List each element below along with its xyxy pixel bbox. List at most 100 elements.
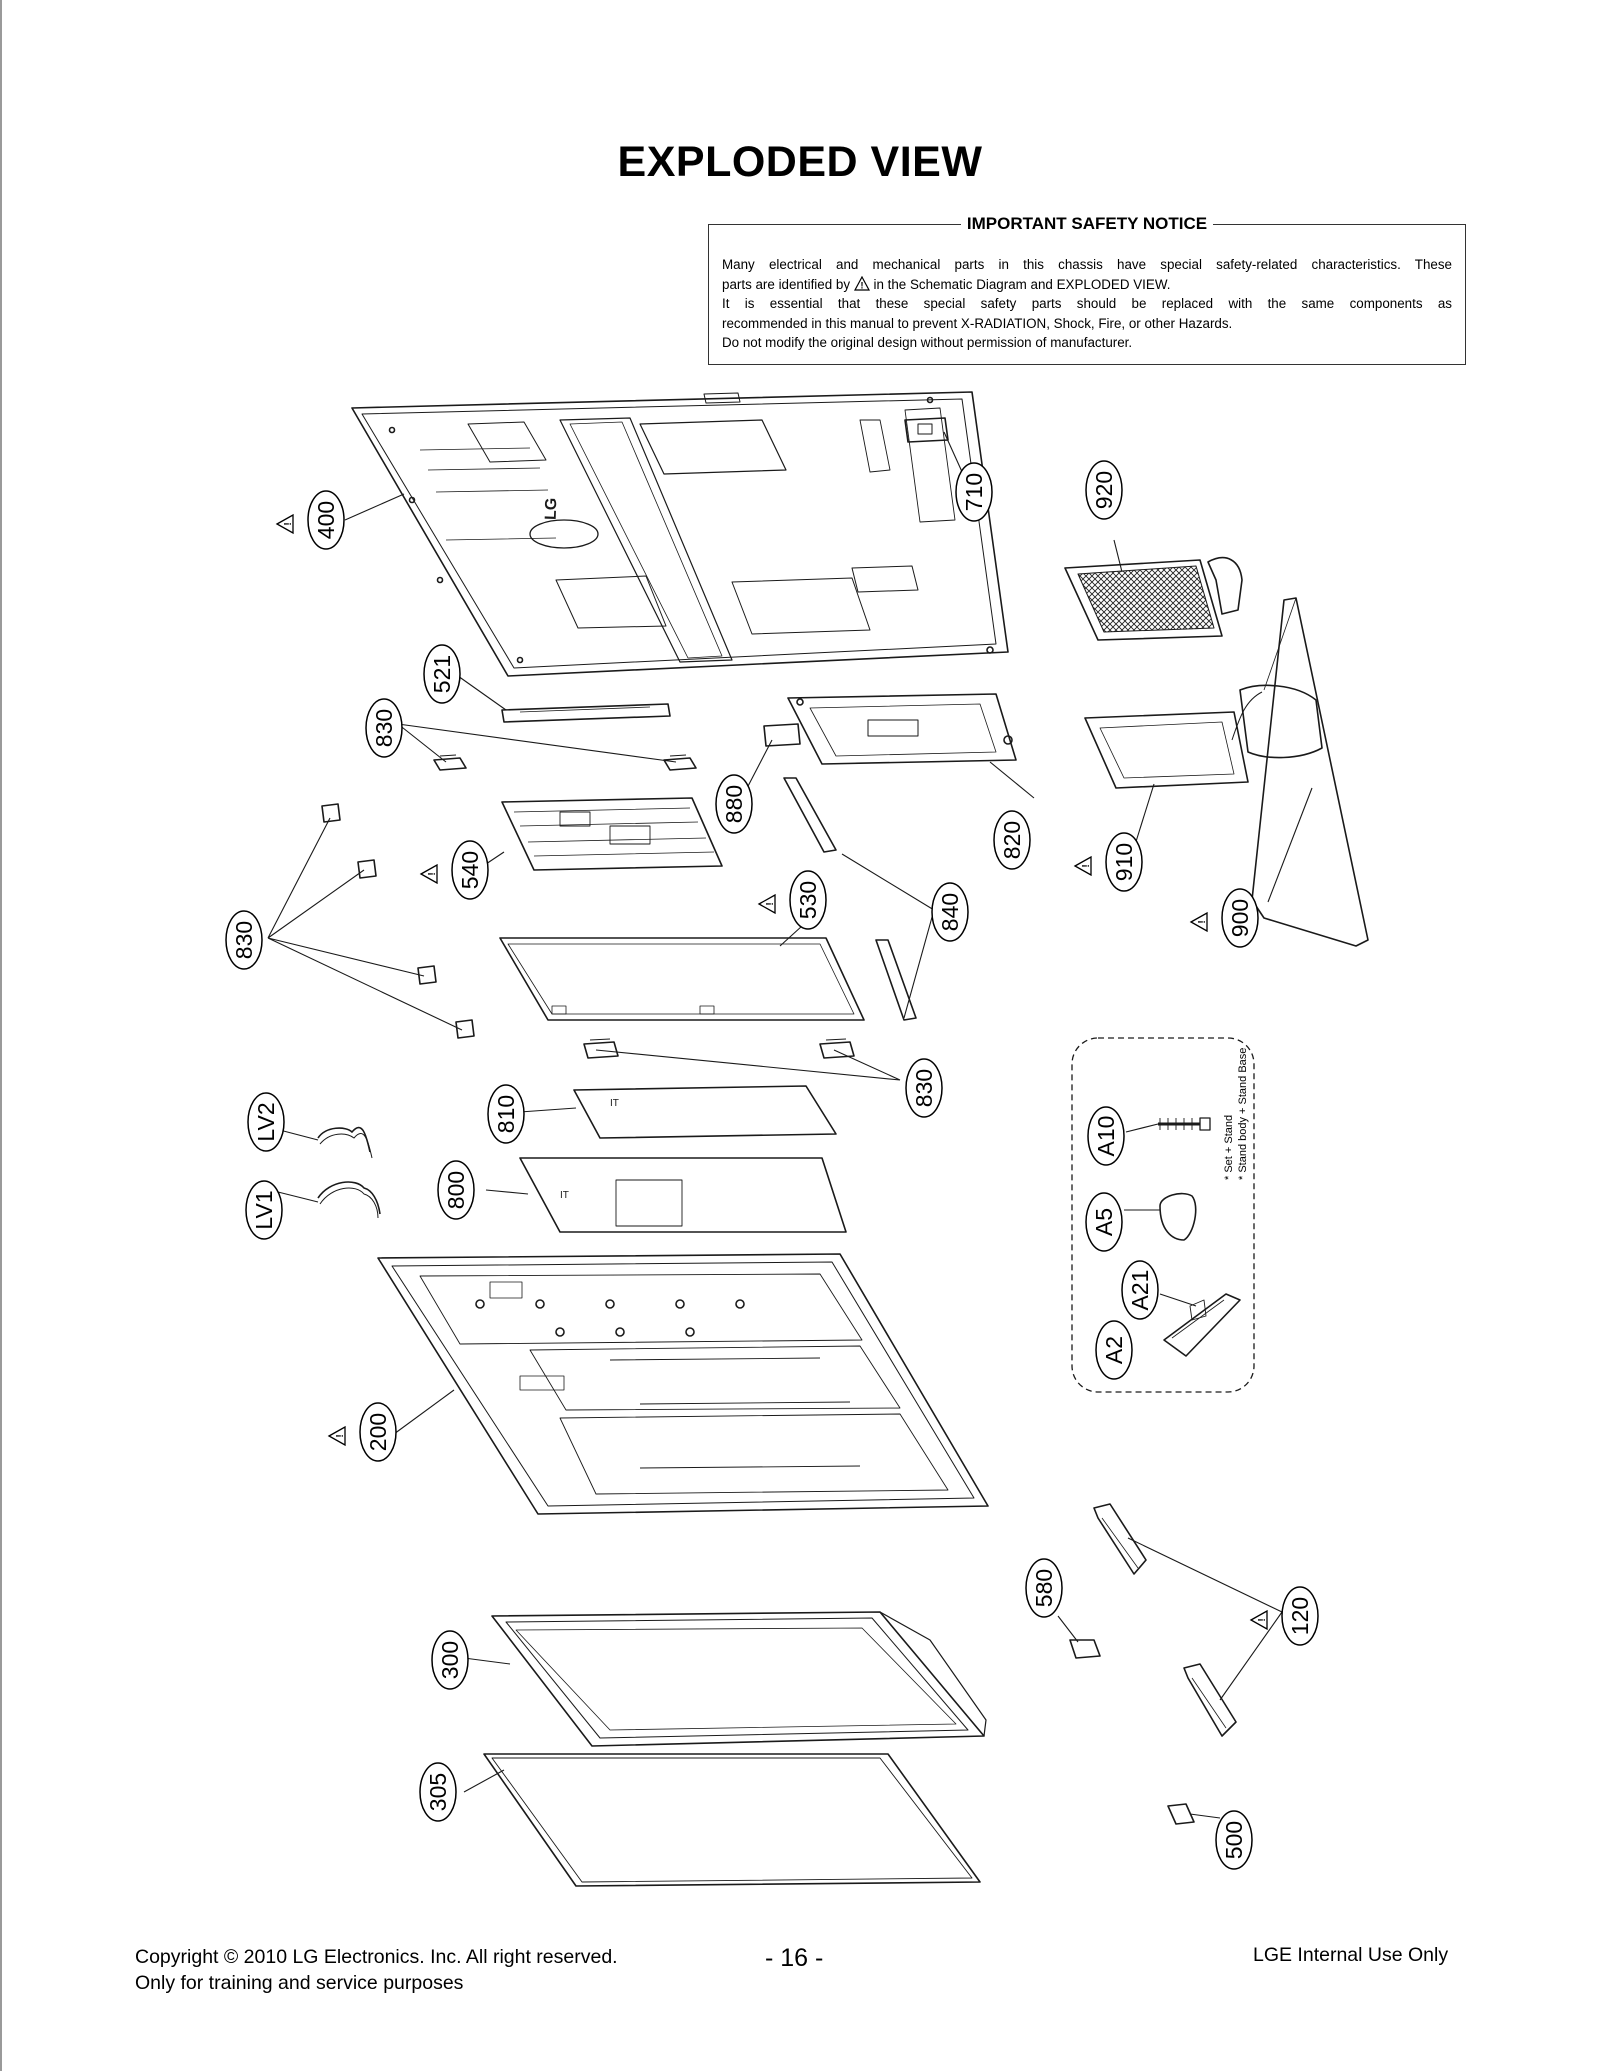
footer-internal-use: LGE Internal Use Only — [1253, 1944, 1449, 1966]
svg-text:LV2: LV2 — [253, 1102, 279, 1141]
stand-base-920 — [1064, 556, 1243, 641]
safety-warning-icon: ! — [1189, 911, 1208, 933]
svg-text:A5: A5 — [1091, 1208, 1117, 1236]
part-580 — [1069, 1639, 1101, 1659]
glass-305 — [483, 1753, 981, 1887]
part-label-900: 900 — [1221, 888, 1259, 948]
safety-warning-icon: ! — [275, 513, 294, 535]
part-label-580: 580 — [1025, 1558, 1063, 1618]
plate-530 — [499, 937, 865, 1021]
svg-text:A21: A21 — [1127, 1270, 1153, 1311]
part-label-a10: A10 — [1087, 1106, 1125, 1166]
part-880 — [763, 723, 801, 747]
bracket-840 — [783, 777, 917, 1021]
notice-line-4: recommended in this manual to prevent X-… — [722, 315, 1233, 331]
part-label-820: 820 — [993, 810, 1031, 870]
accessory-notes: * Set + Stand * Stand body + Stand Base — [1223, 1048, 1249, 1180]
safety-warning-icon: ! — [419, 863, 438, 885]
svg-text:500: 500 — [1221, 1821, 1247, 1859]
accessory-note-1: * Set + Stand — [1223, 1115, 1235, 1180]
svg-text:!: ! — [1081, 864, 1092, 867]
part-label-a2: A2 — [1095, 1320, 1133, 1380]
part-label-540: 540 — [451, 840, 489, 900]
back-cover-400: LG — [351, 391, 1009, 677]
safety-notice-body: Many electrical and mechanical parts in … — [722, 255, 1452, 353]
svg-text:900: 900 — [1227, 899, 1253, 937]
clip-830-mid — [583, 1038, 855, 1059]
clip-830-left — [321, 803, 475, 1039]
svg-text:A2: A2 — [1101, 1336, 1127, 1364]
svg-text:710: 710 — [961, 473, 987, 511]
svg-text:LG: LG — [543, 497, 561, 520]
svg-text:880: 880 — [721, 785, 747, 823]
front-cabinet-300 — [491, 1611, 987, 1747]
svg-text:!: ! — [283, 522, 294, 525]
notice-line-5: Do not modify the original design withou… — [722, 335, 1133, 350]
notice-line-2: parts are identified by ! in the Schemat… — [722, 275, 1171, 292]
accessory-note-2: * Stand body + Stand Base — [1237, 1048, 1249, 1180]
part-label-830c: 830 — [905, 1058, 943, 1118]
part-label-lv1: LV1 — [245, 1180, 283, 1240]
svg-text:300: 300 — [437, 1641, 463, 1679]
svg-text:!: ! — [427, 872, 438, 875]
part-label-400: 400 — [307, 490, 345, 550]
svg-text:!: ! — [765, 902, 776, 905]
part-labels: 400! 710 920 521 830 880 820 910! 540! 530! 840 900… — [225, 460, 1319, 1870]
svg-text:530: 530 — [795, 881, 821, 919]
svg-text:LV1: LV1 — [251, 1190, 277, 1229]
cable-LV1 — [317, 1181, 381, 1219]
part-label-lv2: LV2 — [247, 1092, 285, 1152]
clip-830-top — [433, 754, 697, 771]
stand-base-900 — [1251, 597, 1369, 947]
stand-body-910 — [1084, 684, 1323, 789]
part-label-920: 920 — [1085, 460, 1123, 520]
svg-text:800: 800 — [443, 1171, 469, 1209]
page-border — [0, 0, 2, 2071]
main-board-540 — [501, 797, 723, 871]
svg-text:400: 400 — [313, 501, 339, 539]
svg-text:830: 830 — [911, 1069, 937, 1107]
part-label-500: 500 — [1215, 1810, 1253, 1870]
svg-text:920: 920 — [1091, 471, 1117, 509]
notice-line-3: It is essential that these special safet… — [722, 296, 1452, 311]
part-label-830a: 830 — [365, 698, 403, 758]
svg-text:120: 120 — [1287, 1597, 1313, 1635]
safety-notice-box: IMPORTANT SAFETY NOTICE Many electrical … — [708, 214, 1466, 365]
svg-text:!: ! — [335, 1434, 346, 1437]
cable-LV2 — [317, 1126, 373, 1159]
safety-warning-icon: ! — [1249, 1609, 1268, 1631]
part-label-a21: A21 — [1121, 1260, 1159, 1320]
svg-text:830: 830 — [231, 921, 257, 959]
page-number: - 16 - — [765, 1944, 824, 1972]
svg-text:580: 580 — [1031, 1569, 1057, 1607]
part-label-a5: A5 — [1085, 1192, 1123, 1252]
part-label-880: 880 — [715, 774, 753, 834]
part-label-120: 120 — [1281, 1586, 1319, 1646]
part-label-830b: 830 — [225, 910, 263, 970]
footer-copyright: Copyright © 2010 LG Electronics. Inc. Al… — [135, 1946, 618, 1994]
svg-text:A10: A10 — [1093, 1116, 1119, 1157]
part-label-810: 810 — [487, 1084, 525, 1144]
sheet-810: IT — [573, 1085, 837, 1139]
safety-notice-title: IMPORTANT SAFETY NOTICE — [960, 214, 1214, 233]
part-label-710: 710 — [955, 462, 993, 522]
svg-text:540: 540 — [457, 851, 483, 889]
svg-text:521: 521 — [429, 655, 455, 693]
svg-text:!: ! — [1197, 920, 1208, 923]
notice-line-1: Many electrical and mechanical parts in … — [722, 257, 1452, 272]
part-label-300: 300 — [431, 1630, 469, 1690]
safety-warning-icon: ! — [1073, 855, 1092, 877]
svg-text:IT: IT — [610, 1098, 619, 1109]
part-label-840: 840 — [931, 882, 969, 942]
leader-lines — [267, 431, 1313, 1819]
bracket-120 — [1093, 1503, 1237, 1737]
frame-200 — [377, 1253, 989, 1515]
svg-text:810: 810 — [493, 1095, 519, 1133]
part-500 — [1167, 1803, 1195, 1825]
part-label-910: 910 — [1105, 832, 1143, 892]
svg-text:305: 305 — [425, 1773, 451, 1811]
svg-text:910: 910 — [1111, 843, 1137, 881]
part-label-521: 521 — [423, 644, 461, 704]
bracket-820 — [787, 693, 1017, 765]
exploded-view-diagram: LG — [225, 391, 1369, 1887]
